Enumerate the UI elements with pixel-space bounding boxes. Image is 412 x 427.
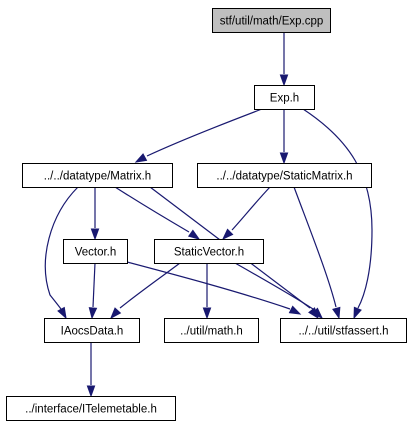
node-label: stf/util/math/Exp.cpp: [220, 16, 324, 28]
node-box: [197, 163, 372, 188]
node-label: IAocsData.h: [61, 326, 124, 338]
edge-line: [146, 108, 263, 157]
arrowhead: [202, 307, 212, 320]
node-vector-h[interactable]: Vector.h: [63, 239, 128, 264]
node-exp-cpp: stf/util/math/Exp.cpp: [212, 8, 331, 33]
edge-vector-h-to-stfassert-h: [126, 261, 302, 315]
arrowhead: [57, 306, 67, 320]
edge-static-matrix-h-to-static-vector-h: [221, 186, 271, 241]
arrowhead: [353, 306, 362, 320]
arrowhead: [311, 307, 324, 320]
arrowhead: [90, 228, 100, 241]
node-label: StaticVector.h: [174, 247, 244, 259]
node-box: [154, 239, 264, 264]
node-box: [6, 396, 176, 421]
edge-line: [92, 262, 96, 308]
edge-line: [119, 262, 181, 309]
edge-line: [293, 186, 337, 308]
arrowhead: [88, 307, 98, 320]
edge-line: [44, 186, 79, 310]
arrowhead: [288, 305, 302, 315]
node-static-matrix-h[interactable]: ../../datatype/StaticMatrix.h: [197, 163, 372, 188]
node-util-math-h[interactable]: ../util/math.h: [164, 318, 259, 343]
edges-layer: [44, 32, 373, 398]
node-label: ../interface/ITelemetable.h: [25, 404, 157, 416]
edge-matrix-h-to-iaocs-data-h: [44, 186, 79, 320]
edge-static-vector-h-to-iaocs-data-h: [110, 262, 181, 320]
node-label: ../../util/stfassert.h: [298, 326, 388, 338]
edge-exp-h-to-static-matrix-h: [279, 109, 289, 165]
node-label: ../util/math.h: [180, 326, 243, 338]
edge-line: [231, 186, 271, 231]
node-label: ../../datatype/Matrix.h: [44, 171, 151, 183]
edge-static-matrix-h-to-stfassert-h: [293, 186, 341, 320]
edge-exp-h-to-stfassert-h: [302, 108, 373, 320]
arrowhead: [332, 306, 341, 320]
edge-exp-cpp-to-exp-h: [279, 32, 289, 87]
node-box: [254, 85, 315, 110]
node-itelemetable-h[interactable]: ../interface/ITelemetable.h: [6, 396, 176, 421]
node-iaocs-data-h[interactable]: IAocsData.h: [44, 318, 140, 343]
edge-exp-h-to-matrix-h: [134, 108, 263, 163]
node-stfassert-h[interactable]: ../../util/stfassert.h: [280, 318, 407, 343]
node-label: ../../datatype/StaticMatrix.h: [216, 171, 352, 183]
node-static-vector-h[interactable]: StaticVector.h: [154, 239, 264, 264]
node-box: [22, 163, 173, 188]
arrowhead: [279, 74, 289, 87]
node-label: Exp.h: [270, 93, 299, 105]
node-matrix-h[interactable]: ../../datatype/Matrix.h: [22, 163, 173, 188]
node-box: [280, 318, 407, 343]
edge-matrix-h-to-static-vector-h: [114, 186, 201, 240]
arrowhead: [187, 229, 201, 240]
arrowhead: [86, 385, 96, 398]
edge-line: [114, 186, 190, 233]
arrowhead: [279, 152, 289, 165]
edge-line: [234, 262, 314, 310]
edge-matrix-h-to-vector-h: [90, 187, 100, 241]
edge-line: [302, 108, 373, 309]
node-exp-h[interactable]: Exp.h: [254, 85, 315, 110]
node-label: Vector.h: [75, 247, 117, 259]
edge-line: [126, 261, 291, 310]
edge-iaocs-data-h-to-itelemetable-h: [86, 342, 96, 398]
node-box: [164, 318, 259, 343]
edge-static-vector-h-to-util-math-h: [202, 263, 212, 320]
node-box: [44, 318, 140, 343]
arrowhead: [110, 307, 122, 320]
edge-static-vector-h-to-stfassert-h: [234, 262, 324, 320]
arrowhead: [134, 153, 148, 163]
node-box: [212, 8, 331, 33]
edge-vector-h-to-iaocs-data-h: [88, 262, 98, 320]
node-box: [63, 239, 128, 264]
arrowhead: [221, 228, 234, 241]
